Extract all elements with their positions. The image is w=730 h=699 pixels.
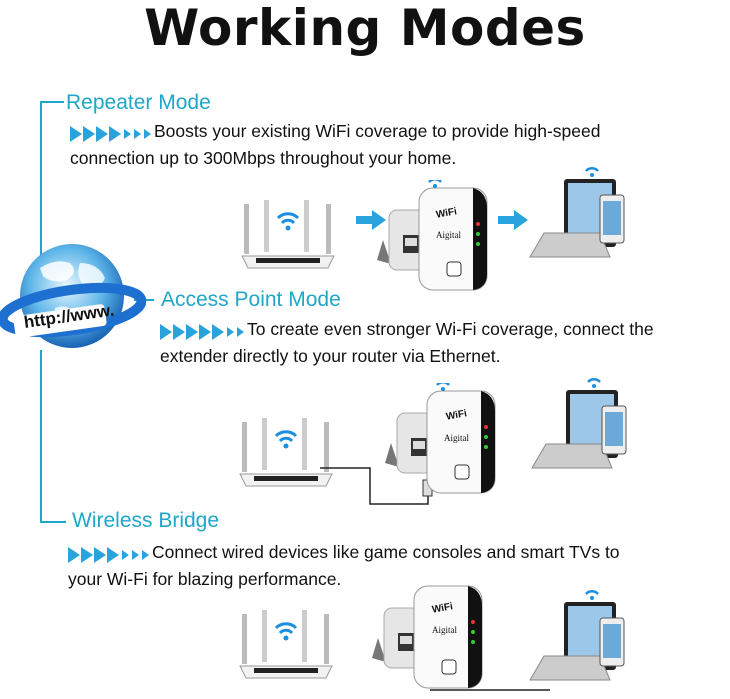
arrow-bullets-icon — [68, 540, 150, 566]
mode-desc-line2: your Wi-Fi for blazing performance. — [68, 569, 342, 590]
mode-title-access-point: Access Point Mode — [161, 288, 341, 311]
connector-branch-repeater — [40, 101, 64, 103]
arrow-bullets-icon — [160, 317, 245, 343]
extender-device-icon — [385, 383, 496, 494]
extender-device-icon — [372, 585, 483, 689]
router-icon — [241, 200, 335, 269]
globe-icon — [0, 244, 146, 348]
extender-brand-label: Aigital — [436, 230, 461, 240]
flow-arrow-icon — [356, 210, 386, 230]
connector-line-top — [40, 101, 42, 256]
mode-title-wireless-bridge: Wireless Bridge — [72, 509, 220, 532]
connector-line-bottom — [40, 350, 42, 523]
page-title: Working Modes — [144, 0, 586, 57]
connector-branch-bridge — [40, 521, 66, 523]
mode-desc-line1: To create even stronger Wi-Fi coverage, … — [247, 319, 654, 339]
extender-device-icon — [377, 180, 488, 291]
arrow-bullets-icon — [70, 119, 152, 145]
mode-desc-repeater: Boosts your existing WiFi coverage to pr… — [70, 118, 730, 171]
extender-brand-label: Aigital — [444, 433, 469, 443]
mode-desc-line2: connection up to 300Mbps throughout your… — [70, 148, 457, 169]
mode-desc-line1: Connect wired devices like game consoles… — [152, 542, 620, 562]
mode-desc-access-point: To create even stronger Wi-Fi coverage, … — [160, 316, 730, 369]
router-icon — [239, 418, 333, 487]
devices-icon — [529, 167, 625, 258]
ethernet-cable-icon — [430, 689, 550, 691]
mode-desc-line2: extender directly to your router via Eth… — [160, 346, 501, 367]
extender-brand-label: Aigital — [432, 625, 457, 635]
flow-arrow-icon — [498, 210, 528, 230]
mode-desc-line1: Boosts your existing WiFi coverage to pr… — [154, 121, 601, 141]
devices-icon — [529, 590, 625, 681]
mode-desc-wireless-bridge: Connect wired devices like game consoles… — [68, 539, 728, 592]
mode-title-repeater: Repeater Mode — [66, 91, 211, 114]
router-icon — [239, 610, 333, 679]
devices-icon — [531, 378, 627, 469]
